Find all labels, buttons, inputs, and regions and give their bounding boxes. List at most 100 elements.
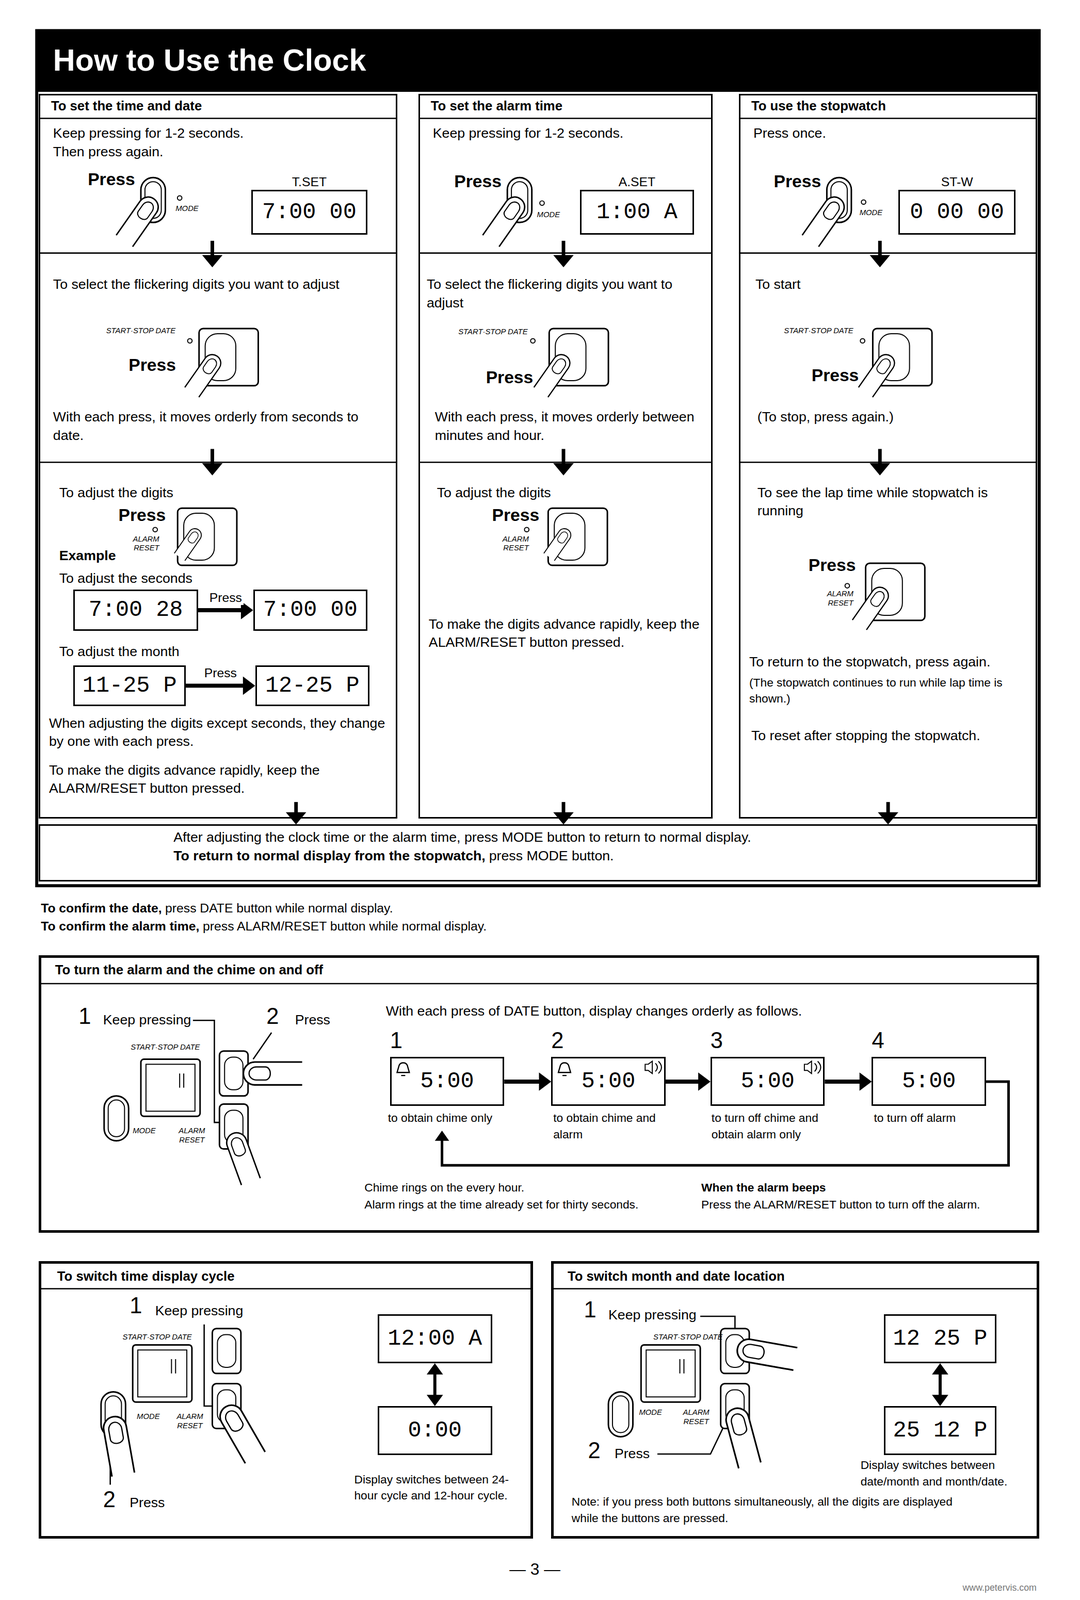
text: Keep pressing for 1-2 seconds. Then pres… [53, 124, 273, 161]
cycle-watch-illustration [132, 1345, 192, 1403]
button-label: START·STOP DATE [783, 326, 853, 336]
button-label: ALARM RESET [678, 1408, 715, 1428]
callout-text: Keep pressing [155, 1302, 244, 1321]
callout-number: 4 [871, 1028, 884, 1054]
text: To set the time and date [51, 98, 389, 115]
date-watch-illustration [723, 1406, 761, 1470]
alarm-watch-illustration [104, 1020, 303, 1186]
connector [202, 448, 223, 476]
button-illustration [174, 526, 204, 561]
press-label: Press [486, 367, 534, 389]
date-watch-illustration [640, 1345, 701, 1403]
lcd-display: 12:00 A [377, 1314, 493, 1364]
text: to turn off alarm [873, 1110, 1007, 1127]
button-illustration [802, 192, 849, 247]
note-text: press ALARM/RESET button while normal di… [202, 918, 487, 936]
text: To adjust the digits [437, 484, 693, 503]
arrowhead [859, 1072, 873, 1092]
connector [434, 1082, 1009, 1166]
lcd-display: 25:00to obtain chime and alarm [551, 1057, 666, 1107]
text: To make the digits advance rapidly, keep… [428, 615, 707, 653]
connector [504, 1072, 552, 1092]
connector-line [433, 1372, 437, 1398]
press-label: Press [454, 171, 502, 192]
frame [36, 30, 1040, 1289]
lcd-digits: 0 00 00 [899, 191, 1015, 234]
date-watch-illustration [608, 1316, 798, 1470]
button-label: START·STOP DATE [130, 1043, 200, 1053]
button-label: ALARM RESET [173, 1126, 211, 1146]
button-illustration [116, 177, 932, 631]
button-illustration [852, 584, 892, 631]
button-illustration [530, 338, 536, 344]
button-label: MODE [132, 1126, 156, 1137]
press-label: Press [774, 171, 822, 192]
connector-line [561, 240, 566, 258]
connector-line [442, 1082, 1009, 1166]
lcd-icons [558, 1063, 571, 1077]
text: Display switches between date/month and … [860, 1457, 1035, 1491]
instruction-panel: To use the stopwatchPress once.PressST-W… [738, 93, 1038, 819]
lcd-digits: 7:00 00 [254, 591, 367, 630]
edge-label: Press [207, 590, 244, 606]
step-box: To adjust the digitsPressTo make the dig… [420, 475, 711, 803]
note-text: press DATE button while normal display. [165, 900, 393, 917]
cycle-watch-illustration [101, 1325, 266, 1486]
arrowhead [202, 255, 223, 268]
callout-number: 2 [103, 1488, 116, 1513]
frame [36, 30, 1040, 92]
lcd-display: 0:00 [377, 1406, 493, 1456]
button-illustration [152, 527, 158, 533]
text: To turn the alarm and the chime on and o… [55, 962, 668, 979]
section-box: To turn the alarm and the chime on and o… [38, 955, 1040, 1234]
callout-text: Keep pressing [608, 1306, 697, 1326]
text: Example [59, 546, 117, 566]
callout-text: Press [129, 1494, 165, 1513]
connector [931, 1363, 949, 1407]
lcd-digits: 5:00 [552, 1058, 665, 1105]
lcd-digits: 1:00 A [581, 191, 693, 234]
button-label: ALARM RESET [128, 535, 159, 554]
callout-number: 1 [129, 1294, 142, 1319]
note-text: To confirm the alarm time, [40, 918, 200, 936]
text: To return to normal display from the sto… [173, 847, 486, 866]
text: With each press, it moves orderly from s… [53, 408, 391, 445]
text: To adjust the month [59, 642, 180, 662]
button-illustration [524, 527, 529, 533]
button-label: START·STOP DATE [122, 1333, 192, 1343]
lcd-digits: 7:00 00 [252, 191, 367, 234]
lcd-digits: 7:00 28 [74, 591, 197, 630]
lcd-digits: 5:00 [391, 1058, 504, 1105]
text: to obtain chime only [388, 1110, 521, 1127]
text: to turn off chime and obtain alarm only [711, 1110, 845, 1143]
lcd-digits: 12:00 A [379, 1316, 491, 1363]
step-box: Press once.PressST-W0 00 00 [740, 120, 1036, 241]
alarm-watch-illustration [243, 1062, 303, 1086]
connector [824, 1072, 872, 1092]
connector [285, 802, 307, 826]
date-watch-illustration [735, 1338, 798, 1371]
connector-line [878, 448, 882, 466]
lcd-digits: 0:00 [379, 1408, 491, 1455]
connector-line [185, 683, 246, 688]
connector [877, 802, 899, 826]
button-illustration [482, 192, 529, 247]
frame [36, 30, 1040, 886]
lcd-digits: 11-25 P [74, 667, 185, 705]
lcd-digits: 12-25 P [256, 667, 369, 705]
text: With each press of DATE button, display … [385, 1002, 1020, 1022]
text: When the alarm beeps [701, 1180, 826, 1197]
press-label: Press [87, 169, 136, 190]
text: To adjust the seconds [59, 569, 193, 589]
text: To make the digits advance rapidly, keep… [49, 761, 378, 799]
connector [553, 802, 574, 826]
lcd-display: 7:00 28 [73, 589, 198, 631]
button-illustration [534, 351, 574, 398]
lcd-digits: 5:00 [873, 1058, 985, 1105]
step-box: Keep pressing for 1-2 seconds.PressA.SET… [420, 120, 711, 241]
lcd-display: 12-25 P [255, 665, 370, 707]
text: To adjust the digits [59, 484, 315, 503]
text: press MODE button. [489, 847, 615, 866]
